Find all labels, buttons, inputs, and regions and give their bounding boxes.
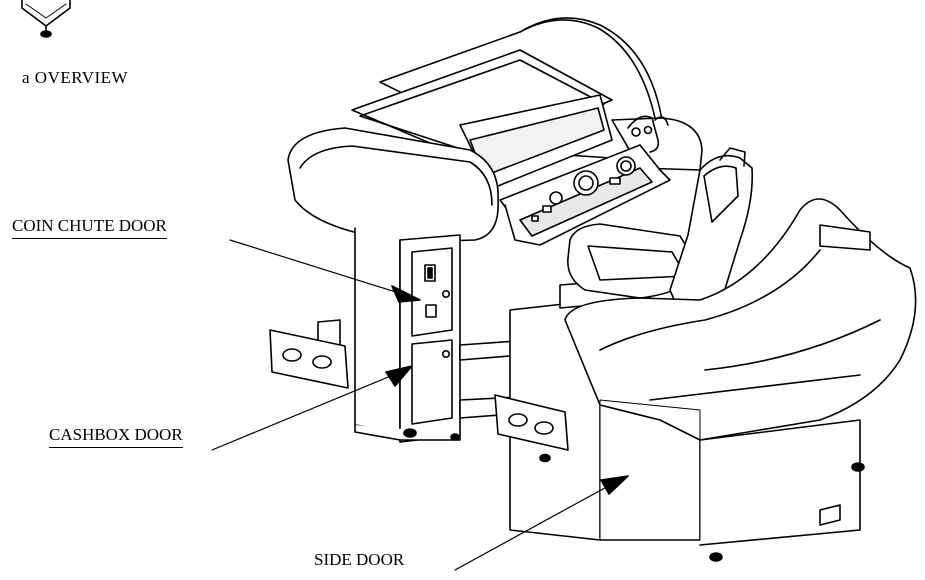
rear-cabinet — [269, 17, 703, 443]
seat-unit — [494, 147, 917, 562]
side-door-leader — [454, 483, 613, 571]
figure-caption: a OVERVIEW — [22, 68, 129, 87]
cashbox-door-label: CASHBOX DOOR — [49, 425, 183, 448]
cashbox-arrowhead — [385, 365, 413, 387]
coin-chute-arrowhead — [391, 285, 421, 303]
inset-fragment — [21, 0, 71, 38]
side-door-label: SIDE DOOR — [314, 550, 405, 569]
control-panel — [499, 115, 671, 246]
cashbox-leader — [211, 372, 399, 451]
side-door-arrowhead — [600, 475, 629, 495]
coin-chute-door-label: COIN CHUTE DOOR — [12, 216, 167, 239]
coin-chute-leader — [229, 239, 403, 295]
leader-lines — [211, 239, 629, 571]
